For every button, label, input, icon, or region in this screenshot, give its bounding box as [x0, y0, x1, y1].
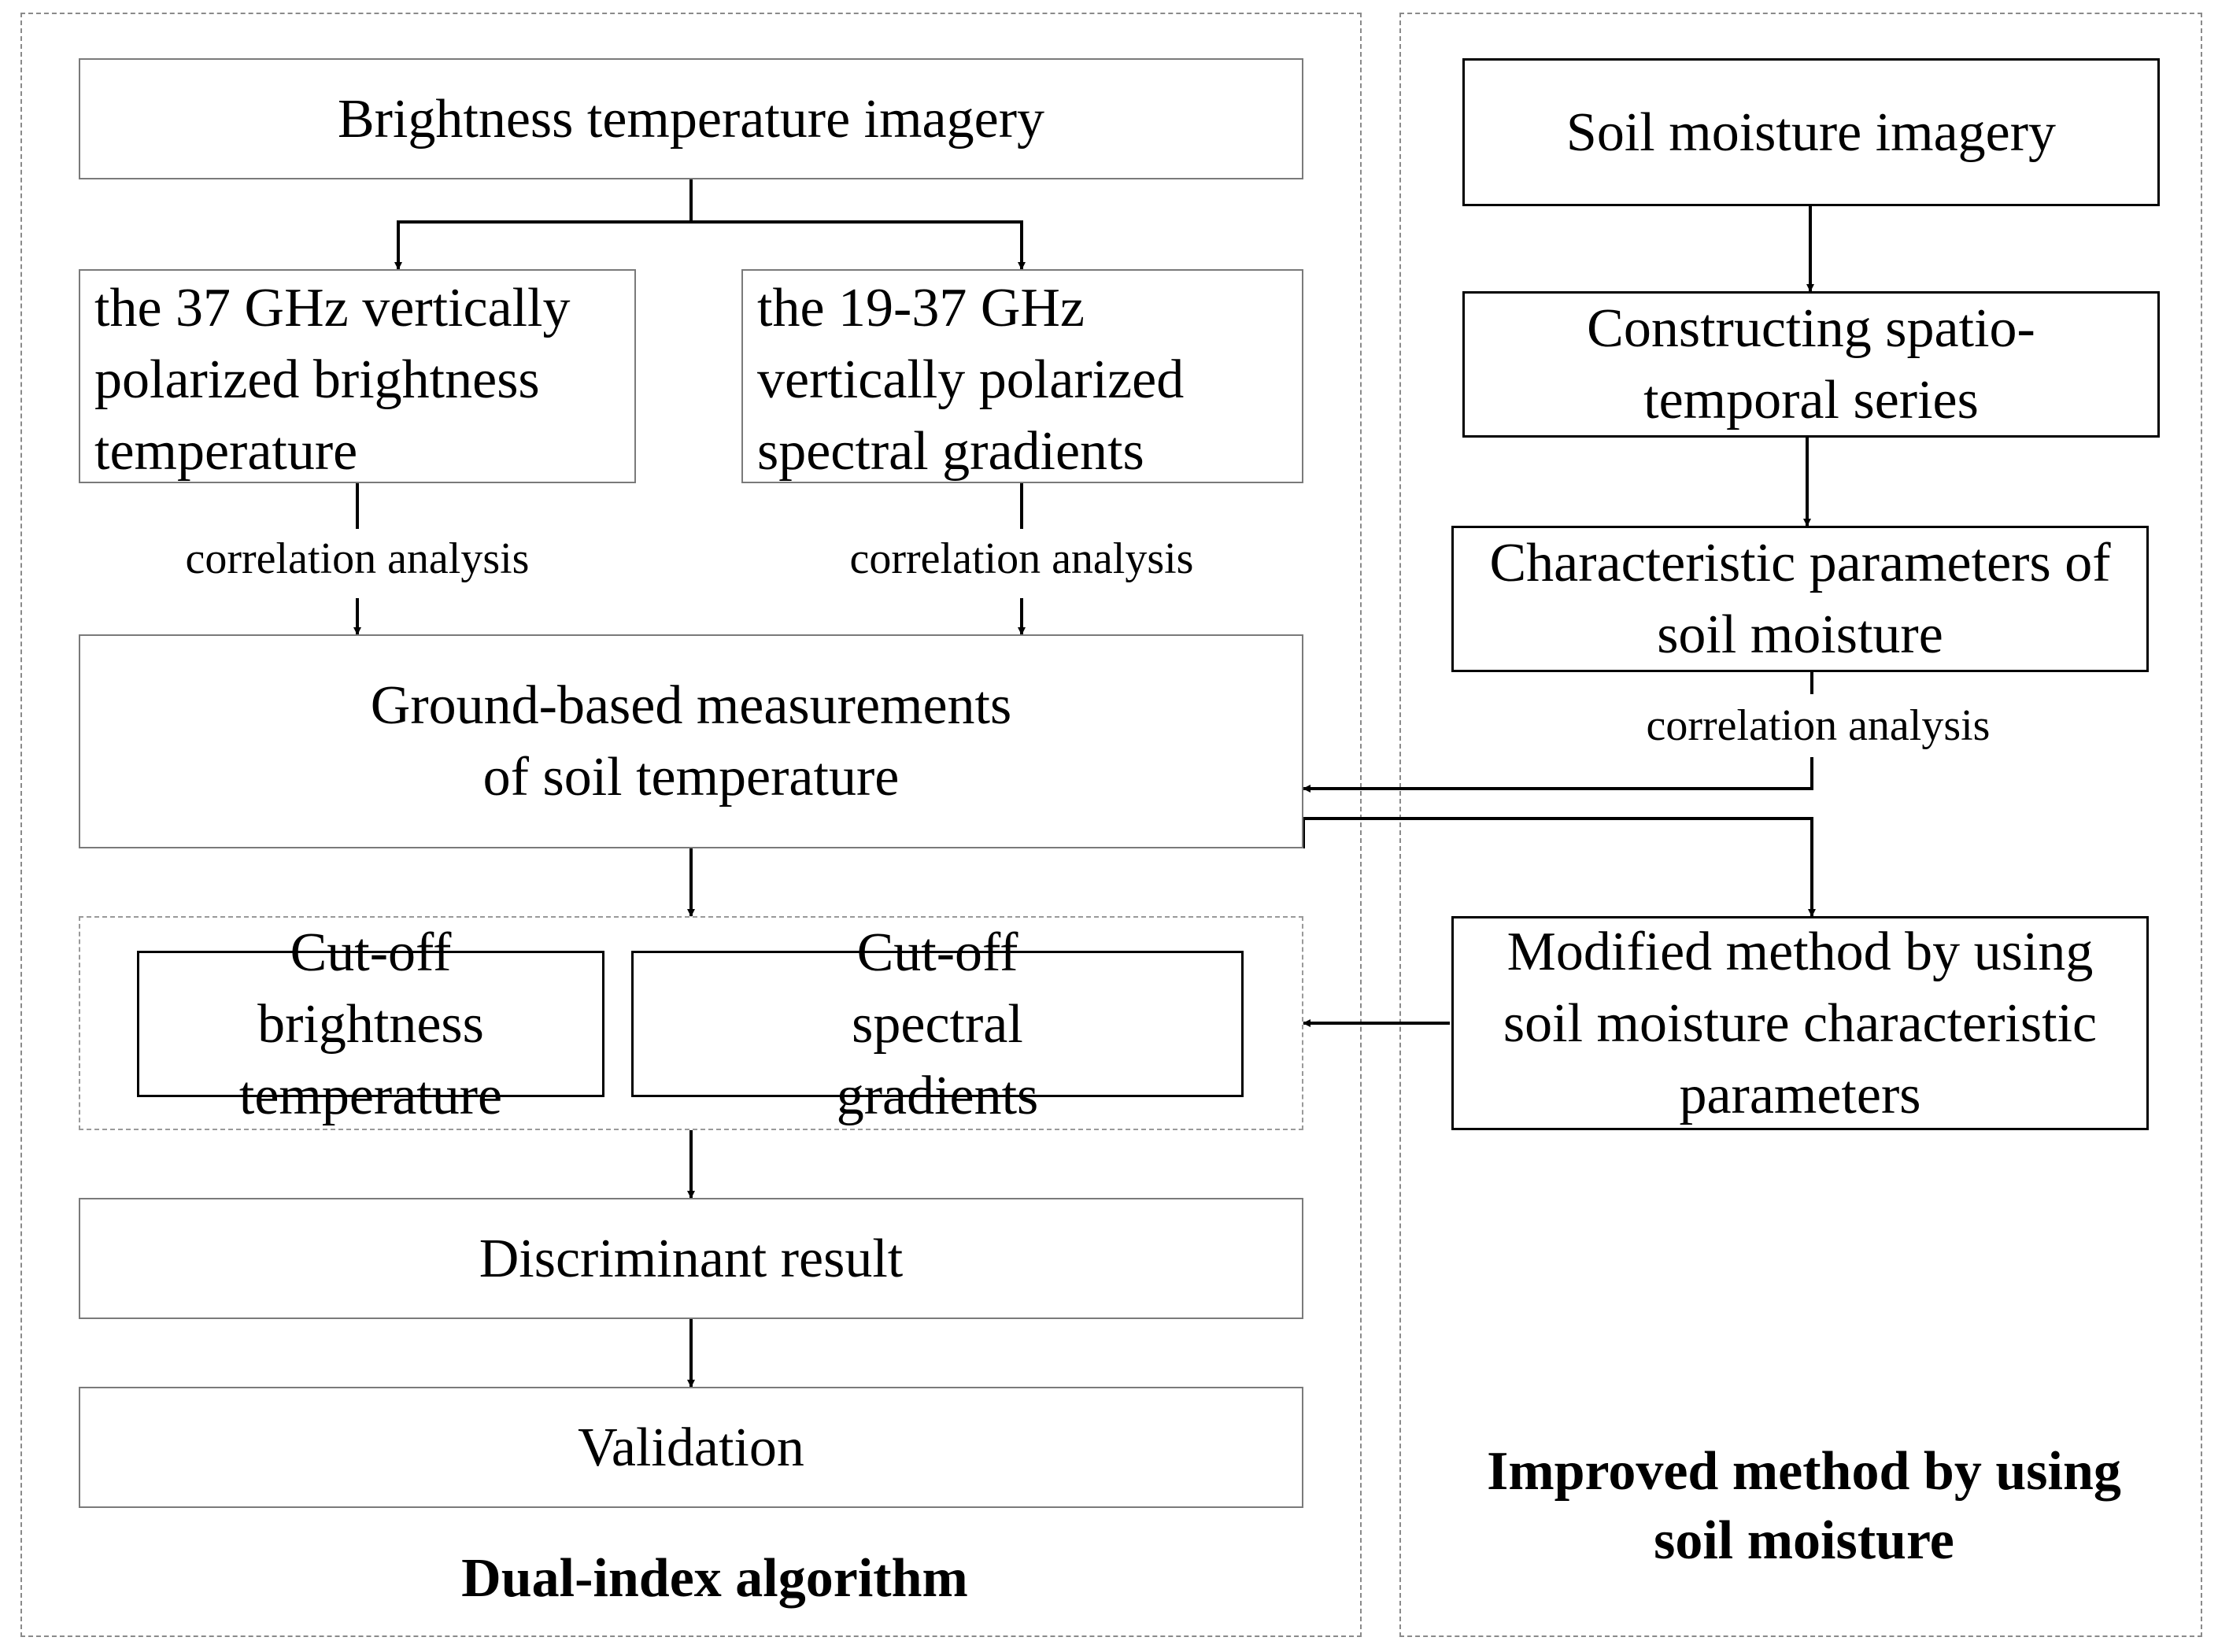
arrow-ground-to-modified [1302, 817, 1816, 917]
modified-method-text: Modified method by using soil moisture c… [1503, 921, 2098, 1125]
improved-method-caption: Improved method by using soil moisture [1450, 1437, 2158, 1576]
discriminant-result-node: Discriminant result [79, 1198, 1303, 1319]
cutoff-spectral-node: Cut-off spectral gradients [631, 922, 1244, 1126]
characteristic-parameters-node: Characteristic parameters of soil moistu… [1451, 526, 2149, 672]
dual-index-panel [20, 13, 1362, 1637]
tb37v-text: the 37 GHz vertically polarized brightne… [94, 278, 571, 482]
dual-index-caption: Dual-index algorithm [442, 1544, 987, 1613]
cutoff-brightness-text: Cut-off brightness temperature [238, 922, 503, 1126]
tb37v-node: the 37 GHz vertically polarized brightne… [79, 269, 636, 483]
constructing-series-text: Constructing spatio-temporal series [1587, 298, 2035, 431]
cutoff-brightness-node: Cut-off brightness temperature [137, 922, 604, 1126]
correlation-label-left: correlation analysis [179, 534, 536, 584]
improved-method-panel [1399, 13, 2202, 1637]
spectral-gradient-text: the 19-37 GHz vertically polarized spect… [757, 278, 1185, 482]
arrow-imagery-to-sg [691, 220, 1026, 270]
constructing-series-node: Constructing spatio-temporal series [1462, 291, 2160, 438]
ground-measurements-node: Ground-based measurements of soil temper… [79, 634, 1303, 848]
discriminant-result-text: Discriminant result [479, 1228, 904, 1289]
soil-moisture-imagery-node: Soil moisture imagery [1462, 58, 2160, 206]
validation-node: Validation [79, 1387, 1303, 1508]
spectral-gradient-node: the 19-37 GHz vertically polarized spect… [741, 269, 1303, 483]
modified-method-node: Modified method by using soil moisture c… [1451, 916, 2149, 1130]
validation-text: Validation [578, 1417, 804, 1478]
ground-measurements-text: Ground-based measurements of soil temper… [370, 675, 1012, 808]
correlation-label-right: correlation analysis [843, 534, 1200, 584]
arrow-imagery-to-tb37v [394, 179, 693, 270]
cutoff-spectral-text: Cut-off spectral gradients [836, 922, 1039, 1126]
soil-moisture-imagery-text: Soil moisture imagery [1566, 102, 2057, 163]
characteristic-parameters-text: Characteristic parameters of soil moistu… [1489, 533, 2111, 665]
correlation-label-sm: correlation analysis [1639, 700, 1997, 751]
brightness-imagery-node: Brightness temperature imagery [79, 58, 1303, 179]
brightness-imagery-text: Brightness temperature imagery [337, 88, 1045, 150]
